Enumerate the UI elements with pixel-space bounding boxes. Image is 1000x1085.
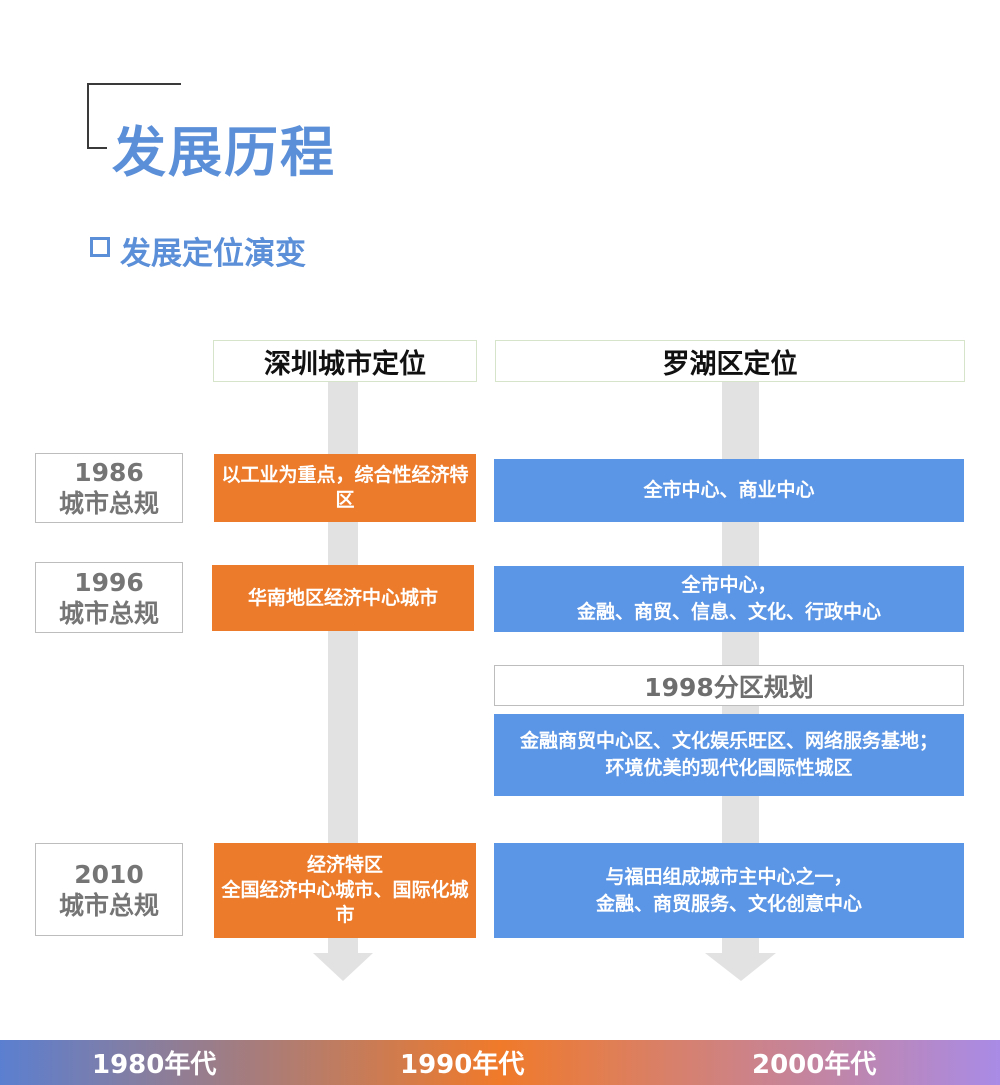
section-square-icon <box>90 237 110 257</box>
position-line: 金融、商贸服务、文化创意中心 <box>595 892 862 915</box>
position-line: 环境优美的现代化国际性城区 <box>605 757 853 779</box>
position-line: 全国经济中心城市、国际化城市 <box>221 879 469 926</box>
city-position-1986: 以工业为重点，综合性经济特区 <box>214 454 476 522</box>
city-position-1996: 华南地区经济中心城市 <box>212 565 474 631</box>
plan-name: 城市总规 <box>58 598 159 628</box>
position-line: 金融商贸中心区、文化娱乐旺区、网络服务基地； <box>519 730 938 752</box>
year-label-1986: 1986 城市总规 <box>35 453 183 523</box>
district-plan-content: 金融商贸中心区、文化娱乐旺区、网络服务基地； 环境优美的现代化国际性城区 <box>494 714 964 796</box>
position-line: 全市中心、商业中心 <box>643 479 815 501</box>
district-plan-label: 1998分区规划 <box>494 665 964 706</box>
luohu-position-1986: 全市中心、商业中心 <box>494 459 964 522</box>
timeline-label-1990s: 1990年代 <box>400 1050 525 1080</box>
year-label-1996: 1996 城市总规 <box>35 562 183 633</box>
city-position-2010: 经济特区 全国经济中心城市、国际化城市 <box>214 843 476 938</box>
page-title: 发展历程 <box>112 121 336 184</box>
position-line: 与福田组成城市主中心之一， <box>605 865 853 888</box>
title-frame-tick <box>87 147 107 149</box>
luohu-position-2010: 与福田组成城市主中心之一， 金融、商贸服务、文化创意中心 <box>494 843 964 938</box>
year-label-2010: 2010 城市总规 <box>35 843 183 936</box>
column-header-city: 深圳城市定位 <box>213 340 477 382</box>
position-line: 金融、商贸、信息、文化、行政中心 <box>576 601 881 623</box>
plan-name: 城市总规 <box>58 489 159 518</box>
luohu-position-1996: 全市中心， 金融、商贸、信息、文化、行政中心 <box>494 566 964 632</box>
section-title: 发展定位演变 <box>120 236 306 272</box>
column-header-luohu: 罗湖区定位 <box>495 340 965 382</box>
title-frame-corner <box>87 83 181 149</box>
year-number: 2010 <box>74 859 144 889</box>
year-number: 1986 <box>74 458 144 487</box>
position-line: 经济特区 <box>306 854 383 876</box>
luohu-arrow-head <box>705 953 776 981</box>
timeline-bar: 1980年代 1990年代 2000年代 <box>0 1040 1000 1085</box>
year-number: 1996 <box>74 567 144 597</box>
timeline-label-1980s: 1980年代 <box>92 1050 217 1080</box>
city-arrow-head <box>313 953 373 981</box>
plan-name: 城市总规 <box>58 890 159 920</box>
position-line: 全市中心， <box>681 574 777 596</box>
timeline-label-2000s: 2000年代 <box>752 1050 877 1080</box>
